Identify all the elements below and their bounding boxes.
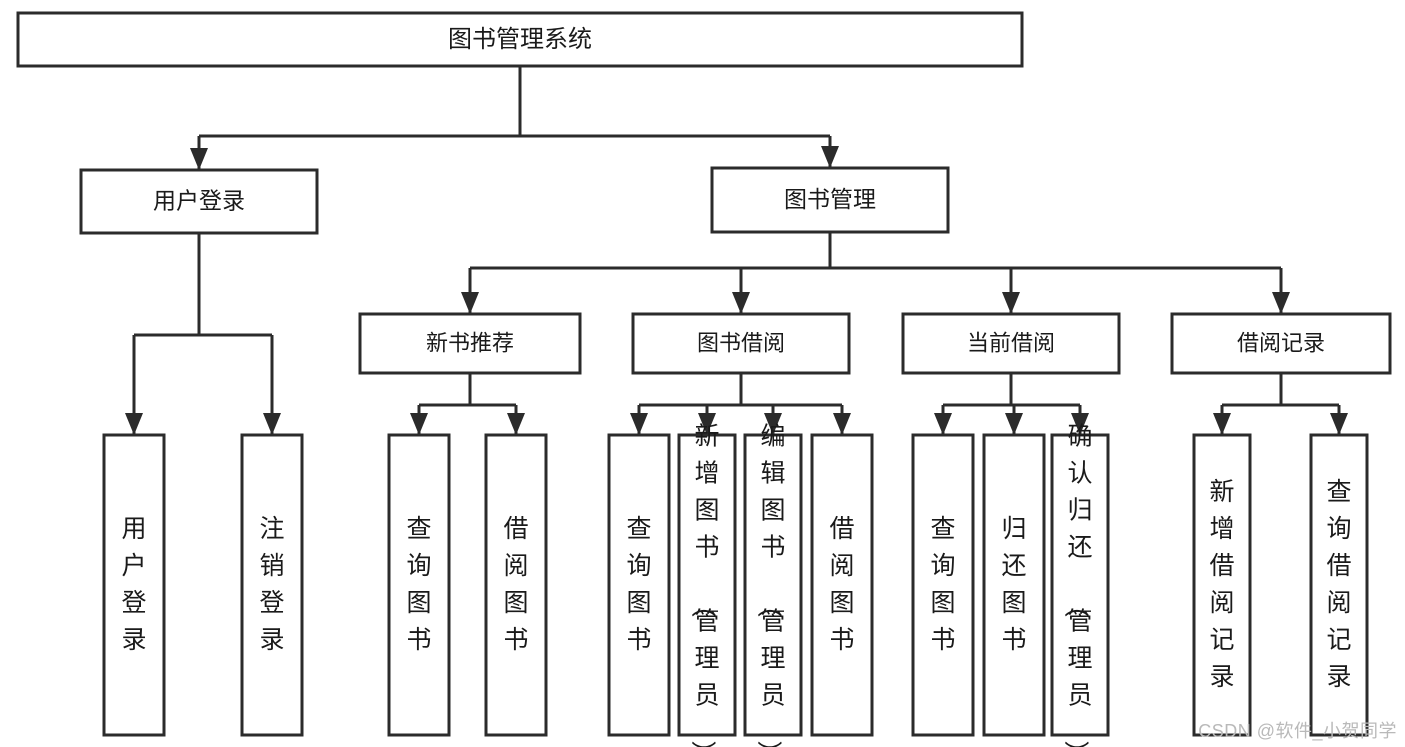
level3-node-new-book-recommend[interactable]: 新书推荐	[358, 312, 582, 375]
leaf-node-leaf-query-book-borrow[interactable]: 查询图书	[607, 433, 671, 737]
leaf-node-leaf-query-record[interactable]: 查询借阅记录	[1309, 433, 1369, 737]
arrow-head-icon	[263, 413, 281, 435]
leaf-label: 编辑图书（管理员）	[754, 423, 785, 747]
arrow-head-icon	[630, 413, 648, 435]
level2-node-book-management[interactable]: 图书管理	[710, 166, 950, 234]
leaf-box[interactable]	[743, 433, 803, 737]
leaf-label: 借阅图书	[503, 515, 528, 654]
leaf-node-leaf-add-record[interactable]: 新增借阅记录	[1192, 433, 1252, 737]
leaf-box[interactable]	[982, 433, 1046, 737]
node-label: 当前借阅	[967, 330, 1055, 355]
leaf-box[interactable]	[1309, 433, 1369, 737]
arrow-head-icon	[190, 148, 208, 170]
leaf-label: 借阅图书	[829, 515, 854, 654]
leaf-box[interactable]	[911, 433, 975, 737]
arrow-head-icon	[833, 413, 851, 435]
level3-node-borrow-record[interactable]: 借阅记录	[1170, 312, 1392, 375]
leaf-box[interactable]	[677, 433, 737, 737]
leaf-node-leaf-return-book[interactable]: 归还图书	[982, 433, 1046, 737]
leaf-node-leaf-edit-book[interactable]: 编辑图书（管理员）	[743, 423, 803, 747]
arrow-head-icon	[1330, 413, 1348, 435]
leaf-node-leaf-borrow-book[interactable]: 借阅图书	[810, 433, 874, 737]
node-box[interactable]	[1170, 312, 1392, 375]
leaf-box[interactable]	[1050, 433, 1110, 737]
arrow-head-icon	[461, 292, 479, 314]
node-box[interactable]	[79, 168, 319, 235]
leaf-label: 确认归还（管理员）	[1061, 423, 1092, 747]
node-label: 图书管理系统	[448, 26, 592, 53]
node-box[interactable]	[358, 312, 582, 375]
leaf-label: 查询借阅记录	[1326, 478, 1351, 691]
node-box[interactable]	[901, 312, 1121, 375]
leaf-box[interactable]	[1192, 433, 1252, 737]
leaf-node-leaf-logout[interactable]: 注销登录	[240, 433, 304, 737]
leaf-box[interactable]	[607, 433, 671, 737]
node-box[interactable]	[710, 166, 950, 234]
leaf-box[interactable]	[102, 433, 166, 737]
arrow-head-icon	[698, 413, 716, 435]
leaf-node-leaf-confirm-return[interactable]: 确认归还（管理员）	[1050, 423, 1110, 747]
node-label: 图书管理	[784, 186, 876, 212]
arrow-head-icon	[934, 413, 952, 435]
node-label: 用户登录	[153, 188, 245, 214]
edges-layer	[125, 66, 1348, 435]
leaf-node-leaf-borrow-book-recommend[interactable]: 借阅图书	[484, 433, 548, 737]
leaf-label: 查询图书	[626, 515, 651, 654]
leaf-node-leaf-add-book[interactable]: 新增图书（管理员）	[677, 423, 737, 747]
leaf-node-leaf-query-book-recommend[interactable]: 查询图书	[387, 433, 451, 737]
arrow-head-icon	[1213, 413, 1231, 435]
arrow-head-icon	[732, 292, 750, 314]
level3-node-book-borrow[interactable]: 图书借阅	[631, 312, 851, 375]
arrow-head-icon	[821, 146, 839, 168]
level3-node-current-borrow[interactable]: 当前借阅	[901, 312, 1121, 375]
leaf-node-leaf-user-login[interactable]: 用户登录	[102, 433, 166, 737]
arrow-head-icon	[1002, 292, 1020, 314]
leaf-box[interactable]	[387, 433, 451, 737]
node-box[interactable]	[16, 11, 1024, 68]
leaf-box[interactable]	[810, 433, 874, 737]
node-label: 图书借阅	[697, 330, 785, 355]
node-label: 新书推荐	[426, 330, 514, 355]
leaf-label: 查询图书	[406, 515, 431, 654]
leaf-box[interactable]	[484, 433, 548, 737]
arrow-head-icon	[1071, 413, 1089, 435]
arrow-head-icon	[507, 413, 525, 435]
root-node-root[interactable]: 图书管理系统	[16, 11, 1024, 68]
arrow-head-icon	[1005, 413, 1023, 435]
leaf-label: 新增借阅记录	[1209, 478, 1234, 691]
arrow-head-icon	[410, 413, 428, 435]
leaf-node-leaf-query-book-current[interactable]: 查询图书	[911, 433, 975, 737]
leaf-label: 注销登录	[259, 515, 284, 654]
node-label: 借阅记录	[1237, 330, 1325, 355]
leaf-label: 归还图书	[1001, 515, 1026, 654]
nodes-layer: 图书管理系统用户登录图书管理新书推荐图书借阅当前借阅借阅记录用户登录注销登录查询…	[16, 11, 1392, 747]
arrow-head-icon	[125, 413, 143, 435]
leaf-label: 用户登录	[121, 515, 146, 654]
arrow-head-icon	[764, 413, 782, 435]
leaf-label: 新增图书（管理员）	[688, 423, 719, 747]
leaf-label: 查询图书	[930, 515, 955, 654]
leaf-box[interactable]	[240, 433, 304, 737]
arrow-head-icon	[1272, 292, 1290, 314]
level2-node-user-login[interactable]: 用户登录	[79, 168, 319, 235]
node-box[interactable]	[631, 312, 851, 375]
